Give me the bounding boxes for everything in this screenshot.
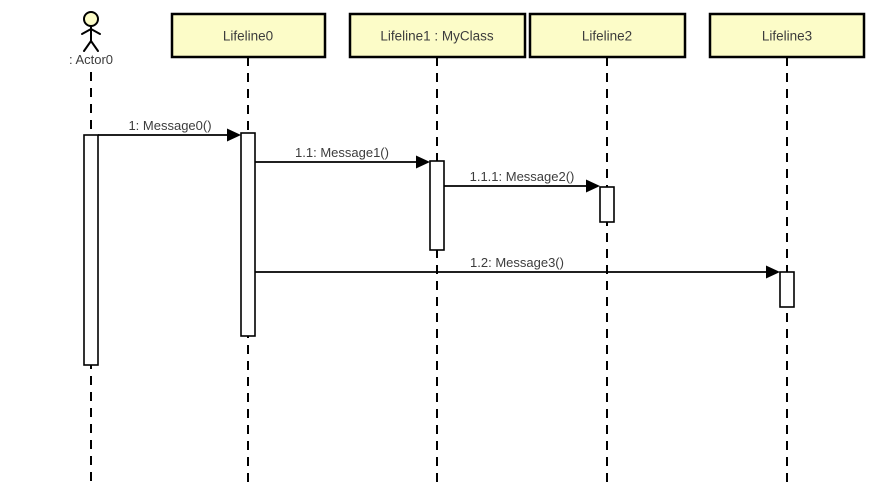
lifeline-head-lifeline2[interactable]: Lifeline2 [528, 12, 687, 59]
message-label: 1.1: Message1() [295, 145, 389, 160]
actor-right-leg-line [90, 40, 99, 52]
message-arrowhead-icon [227, 128, 241, 142]
lifeline-head-lifeline3[interactable]: Lifeline3 [708, 12, 866, 59]
message-label: 1.2: Message3() [470, 255, 564, 270]
message-label: 1.1.1: Message2() [470, 169, 575, 184]
message-3[interactable]: 1.1.1: Message2() [444, 169, 600, 193]
lifeline-head-label: Lifeline3 [762, 29, 812, 44]
activation-bar-lifeline0[interactable] [240, 132, 256, 337]
activation-bar-actor[interactable] [83, 134, 99, 366]
activation-bar-lifeline3[interactable] [779, 271, 795, 308]
actor-left-leg-line [83, 40, 92, 52]
actor-figure-icon[interactable] [81, 11, 101, 52]
actor-head-circle [83, 11, 99, 27]
lifeline-head-lifeline1[interactable]: Lifeline1 : MyClass [348, 12, 527, 59]
lifeline-head-box[interactable] [708, 12, 866, 59]
lifeline-head-box[interactable] [170, 12, 327, 59]
activation-bar-lifeline1[interactable] [429, 160, 445, 251]
message-arrowhead-icon [416, 155, 430, 169]
message-1[interactable]: 1: Message0() [98, 118, 241, 142]
actor-label: : Actor0 [69, 52, 113, 67]
message-label: 1: Message0() [128, 118, 211, 133]
message-arrowhead-icon [586, 179, 600, 193]
message-4[interactable]: 1.2: Message3() [255, 255, 780, 279]
lifeline-head-label: Lifeline1 : MyClass [380, 29, 494, 44]
lifeline-head-box[interactable] [528, 12, 687, 59]
activation-bar-lifeline2[interactable] [599, 186, 615, 223]
actor-arms-line [81, 27, 101, 35]
lifeline-head-label: Lifeline0 [223, 29, 273, 44]
lifeline-head-label: Lifeline2 [582, 29, 632, 44]
message-2[interactable]: 1.1: Message1() [255, 145, 430, 169]
message-arrowhead-icon [766, 265, 780, 279]
lifeline-head-box[interactable] [348, 12, 527, 59]
actor-head-actor[interactable]: : Actor0 [69, 11, 113, 67]
lifeline-head-lifeline0[interactable]: Lifeline0 [170, 12, 327, 59]
